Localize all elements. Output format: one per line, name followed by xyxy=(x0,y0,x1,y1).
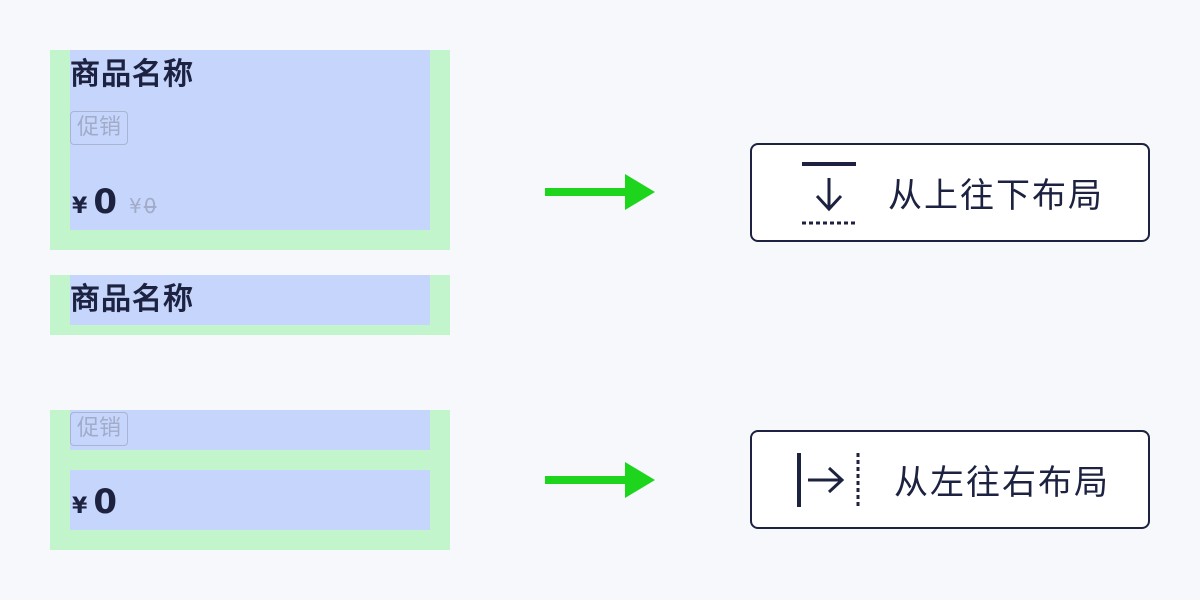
price-row: ¥ 0 xyxy=(72,482,117,522)
legend-label-horizontal: 从左往右布局 xyxy=(894,463,1110,503)
promo-tag: 促销 xyxy=(70,111,129,145)
tag-row-content xyxy=(70,410,430,450)
price-row: ¥ 0 ¥ 0 xyxy=(72,182,156,222)
original-currency-symbol: ¥ xyxy=(128,194,142,218)
original-price-value: 0 xyxy=(143,194,157,218)
product-card-content xyxy=(70,50,430,230)
arrow-down-to-line-icon xyxy=(798,158,858,228)
title-row-content xyxy=(70,275,430,325)
product-title: 商品名称 xyxy=(70,282,194,317)
flow-arrow-bottom xyxy=(545,462,655,498)
price-value: 0 xyxy=(93,182,117,222)
price-row-content xyxy=(70,470,430,530)
currency-symbol: ¥ xyxy=(72,194,88,219)
flow-arrow-top xyxy=(545,174,655,210)
currency-symbol: ¥ xyxy=(72,494,88,519)
layout-legend-horizontal: 从左往右布局 xyxy=(750,430,1150,529)
promo-tag: 促销 xyxy=(70,412,129,446)
layout-legend-vertical: 从上往下布局 xyxy=(750,143,1150,242)
price-value: 0 xyxy=(93,482,117,522)
arrow-right-to-line-icon xyxy=(794,450,864,510)
legend-label-vertical: 从上往下布局 xyxy=(888,176,1104,216)
product-title: 商品名称 xyxy=(70,57,194,92)
